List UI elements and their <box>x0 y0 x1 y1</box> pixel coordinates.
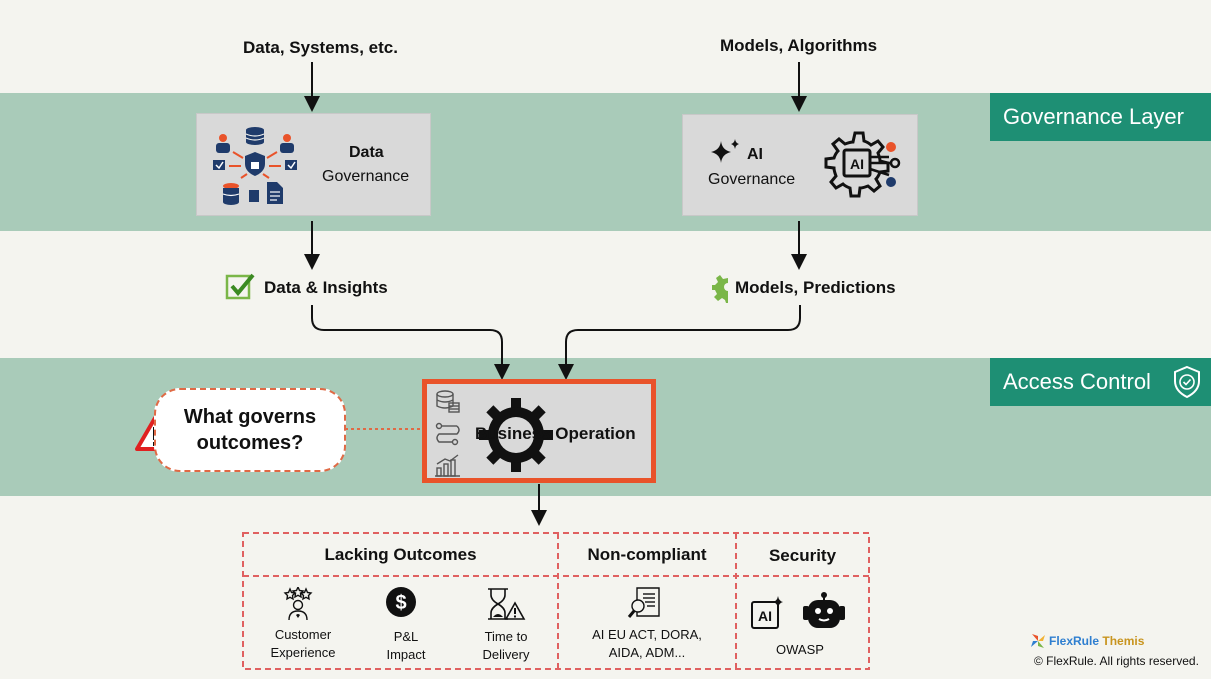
hourglass-warning-icon <box>488 588 526 620</box>
shield-check-icon <box>1174 365 1200 399</box>
pnl-line1: P&L <box>393 629 419 644</box>
document-search-icon <box>627 587 660 618</box>
business-operation-label: Business Operation <box>475 424 636 443</box>
data-input-label: Data, Systems, etc. <box>243 38 398 57</box>
robot-icon <box>803 592 845 628</box>
footer-brand: FlexRule Themis <box>1049 634 1144 648</box>
green-gear-icon <box>712 272 732 303</box>
customer-experience-label: Customer Experience <box>258 626 348 662</box>
time-line1: Time to <box>484 629 528 644</box>
governance-layer-text: Governance Layer <box>1003 104 1184 129</box>
business-operation-box: Business Operation <box>422 379 656 483</box>
customer-line2: Experience <box>270 645 336 660</box>
footer-brand-a: FlexRule <box>1049 634 1100 648</box>
ai-governance-subtitle: Governance <box>708 171 796 188</box>
access-control-label: Access Control <box>990 358 1211 406</box>
pnl-impact-label: P&L Impact <box>366 628 446 664</box>
data-governance-box: Data Governance <box>196 113 431 216</box>
ai-governance-box: AI Governance AI <box>682 114 918 216</box>
regulations-line1: AI EU ACT, DORA, <box>592 627 702 642</box>
large-gear-icon <box>479 398 553 472</box>
ai-gear-chip-icon: AI <box>824 131 901 198</box>
ai-chip-label: AI <box>850 156 864 172</box>
data-governance-subtitle: Governance <box>322 168 410 185</box>
regulations-line2: AIDA, ADM... <box>608 645 686 660</box>
callout-line2: outcomes? <box>196 432 304 454</box>
access-control-text: Access Control <box>1003 369 1151 394</box>
svg-text:$: $ <box>395 592 406 614</box>
governance-layer-label: Governance Layer <box>990 93 1211 141</box>
data-insights-label: Data & Insights <box>264 278 388 297</box>
models-predictions-label: Models, Predictions <box>735 278 896 297</box>
customer-line1: Customer <box>274 627 332 642</box>
footer-copyright: © FlexRule. All rights reserved. <box>1034 654 1199 668</box>
owasp-label: OWASP <box>776 642 824 657</box>
database-server-icon <box>436 390 460 413</box>
data-network-icon <box>213 127 297 205</box>
security-ai-chip-label: AI <box>758 608 772 624</box>
time-line2: Delivery <box>482 647 530 662</box>
lacking-outcomes-header: Lacking Outcomes <box>324 545 477 564</box>
regulations-label: AI EU ACT, DORA, AIDA, ADM... <box>568 626 726 662</box>
callout-line1: What governs <box>183 406 317 428</box>
ai-governance-title: AI <box>747 146 763 163</box>
what-governs-callout: What governs outcomes? <box>154 388 346 472</box>
footer-brand-b: Themis <box>1102 634 1145 648</box>
dollar-icon: $ <box>386 587 416 617</box>
checkbox-check-icon <box>225 273 255 300</box>
pnl-line2: Impact <box>386 647 426 662</box>
sparkle-icon <box>711 139 739 163</box>
flexrule-logo-icon <box>1031 634 1045 648</box>
growth-chart-icon <box>435 454 460 477</box>
noncompliant-header: Non-compliant <box>587 545 707 564</box>
customer-experience-icon <box>283 587 313 621</box>
workflow-icon <box>435 422 460 446</box>
time-delivery-label: Time to Delivery <box>466 628 546 664</box>
ai-sparkle-box-icon: AI <box>751 596 783 629</box>
data-governance-title: Data <box>349 144 384 161</box>
security-header: Security <box>768 546 837 565</box>
models-input-label: Models, Algorithms <box>720 36 878 55</box>
